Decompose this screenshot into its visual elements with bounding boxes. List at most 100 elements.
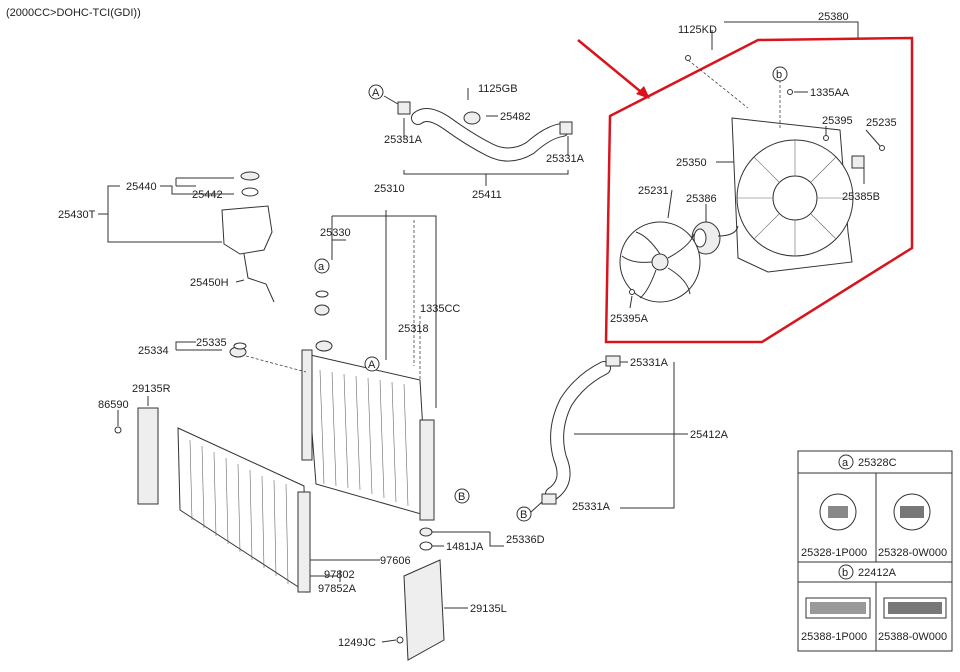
guard-29135L: 29135L 1249JC: [338, 559, 507, 661]
legend-row-a-right: 25328-0W000: [878, 547, 947, 559]
callout-25331A-mid: 25331A: [630, 357, 669, 369]
callout-25231: 25231: [638, 185, 669, 197]
warning-label-left-print: [810, 602, 866, 614]
leader-hose: [383, 95, 569, 156]
callout-25334: 25334: [138, 345, 169, 357]
clamp-low: [541, 493, 557, 505]
legend-row-b-left: 25388-1P000: [801, 631, 867, 643]
callout-97852A: 97852A: [318, 583, 357, 595]
leader-fan-misc: [629, 161, 865, 309]
highlight-arrow-shaft: [577, 39, 647, 97]
legend-marker-b: [838, 564, 854, 580]
callout-25442: 25442: [192, 189, 223, 201]
marker-a-radiator-label: a: [318, 261, 325, 273]
marker-b-fan: [772, 66, 788, 82]
marker-A-radiator-label: A: [368, 359, 376, 371]
dash-1125KD: [687, 59, 749, 109]
marker-A-top-label: A: [372, 87, 380, 99]
bolt-86590: [114, 426, 122, 434]
radiator-filler-neck: [315, 340, 333, 352]
callout-1335AA: 1335AA: [810, 87, 850, 99]
callout-29135R: 29135R: [132, 383, 171, 395]
callout-25450H: 25450H: [190, 277, 229, 289]
callout-25440: 25440: [126, 181, 157, 193]
marker-B-hose: [516, 506, 532, 522]
clamp-25482: [463, 111, 481, 125]
callout-25411: 25411: [472, 189, 502, 201]
marker-B-hose-label: B: [520, 509, 527, 521]
callout-25331A-top-left: 25331A: [384, 134, 423, 146]
warning-label-right-print: [888, 602, 942, 614]
leader-25395-25235: [825, 126, 881, 147]
reservoir-tank: [221, 205, 273, 255]
fan-assembly-group: 1125KD 25380 b 1335AA 25395 25235 25350 …: [577, 11, 914, 344]
leader-cap: [160, 177, 234, 195]
bolt-25395A: [629, 289, 635, 295]
clip-25235: [879, 145, 885, 151]
callout-1125GB: 1125GB: [478, 83, 518, 95]
legend-marker-a-label: a: [842, 457, 849, 469]
legend-marker-a: [838, 454, 854, 470]
reservoir-seal: [241, 187, 259, 197]
leader-25330: [331, 216, 346, 260]
highlight-outline: [604, 36, 914, 344]
leader-lower-hose: [574, 361, 688, 509]
reservoir-hose: [243, 253, 275, 303]
callout-25331A-top-right: 25331A: [546, 153, 585, 165]
leader-drain: [175, 341, 222, 351]
upper-hose-group: A 1125GB 25482 25331A 25331A 25411: [368, 83, 585, 201]
clamp-left: [397, 101, 411, 115]
cap-label-left-print: [828, 506, 848, 518]
leader-condenser: [117, 396, 380, 582]
receiver-dryer: [297, 491, 311, 593]
leader-25310: [332, 210, 437, 408]
clamp-right: [559, 121, 573, 135]
marker-B-radiator-label: B: [458, 491, 465, 503]
callout-25331A-low: 25331A: [572, 501, 611, 513]
callout-25430T: 25430T: [58, 209, 96, 221]
callout-25395A: 25395A: [610, 313, 649, 325]
callout-25380: 25380: [818, 11, 849, 23]
callout-25395: 25395: [822, 115, 853, 127]
reservoir-cap: [240, 171, 260, 181]
highlight-arrow-head: [636, 86, 650, 99]
callout-25235: 25235: [866, 117, 897, 129]
label-legend-table: a 25328C 25328-1P000 25328-0W000 b 22412…: [797, 450, 953, 652]
legend-marker-b-label: b: [842, 567, 848, 579]
marker-b-fan-label: b: [776, 69, 782, 81]
leader-25411: [403, 170, 569, 186]
callout-25385B: 25385B: [842, 191, 880, 203]
callout-1481JA: 1481JA: [446, 541, 484, 553]
drain-plug-group: 25335 25334: [138, 337, 307, 373]
callout-97802: 97802: [324, 569, 355, 581]
part-25318: [314, 304, 330, 316]
dash-radiator: [413, 220, 421, 386]
fan-motor: [691, 221, 739, 255]
guard-29135R: [137, 407, 159, 505]
marker-A-radiator: [364, 356, 380, 372]
callout-1125KD: 1125KD: [678, 24, 717, 36]
callout-25350: 25350: [676, 157, 707, 169]
bolt-1125KD: [685, 55, 691, 61]
callout-25330: 25330: [320, 227, 351, 239]
callout-25318: 25318: [398, 323, 429, 335]
legend-row-b-right: 25388-0W000: [878, 631, 947, 643]
radiator-core: [305, 353, 429, 517]
leader-25450H: [235, 279, 245, 283]
callout-1249JC: 1249JC: [338, 637, 376, 649]
fan-blade: [619, 221, 701, 303]
callout-25335: 25335: [196, 337, 227, 349]
radiator-tank-left: [301, 349, 313, 461]
condenser-group: 29135R 86590 97606 97802 97852A: [98, 383, 411, 595]
callout-25482: 25482: [500, 111, 531, 123]
reservoir-group: 25440 25442 25430T 25450H: [58, 171, 275, 303]
marker-B-radiator: [454, 488, 470, 504]
marker-a-radiator: [314, 258, 330, 274]
cap-label-right-print: [900, 506, 924, 518]
callout-25336D: 25336D: [506, 534, 545, 546]
callout-97606: 97606: [380, 555, 411, 567]
callout-86590: 86590: [98, 399, 129, 411]
callout-29135L: 29135L: [470, 603, 507, 615]
